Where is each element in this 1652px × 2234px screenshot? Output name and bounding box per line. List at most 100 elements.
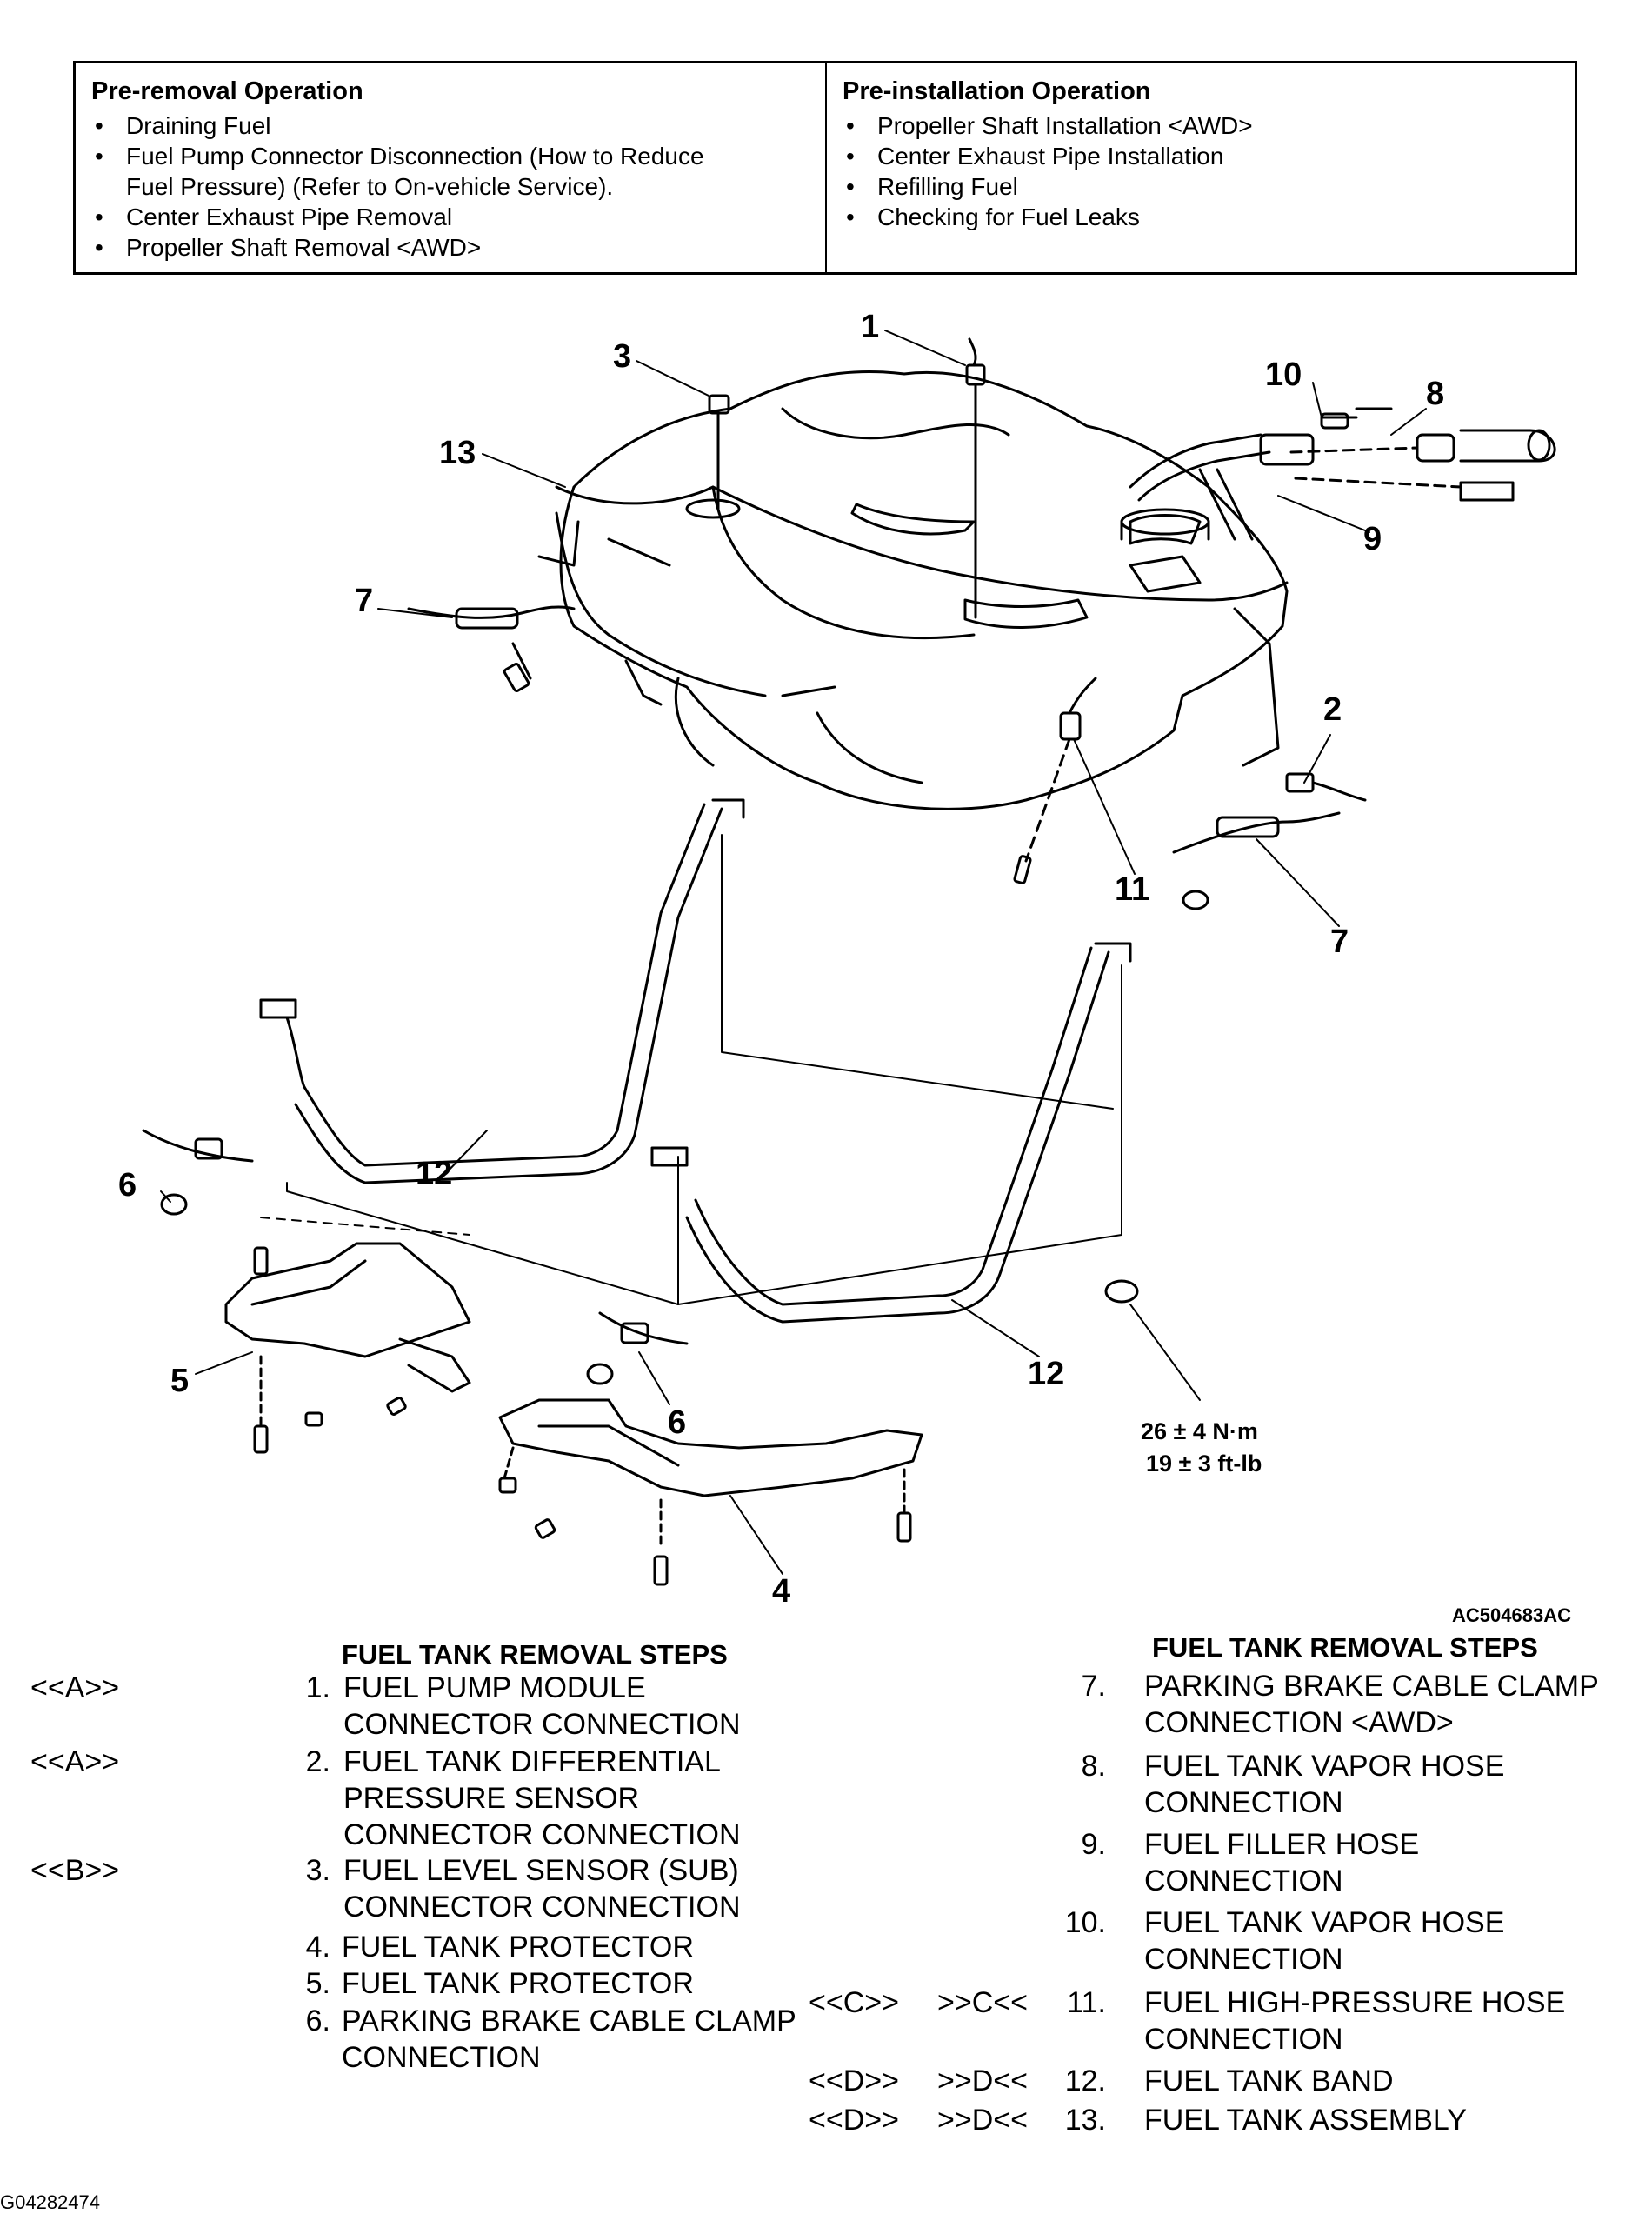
step-label: FUEL TANK PROTECTOR — [342, 1931, 694, 1964]
pre-installation-heading: Pre-installation Operation — [843, 77, 1151, 105]
callout-6-left: 6 — [118, 1167, 137, 1204]
diagram-svg: 1 3 13 7 10 8 9 2 11 7 12 6 5 6 12 4 26 … — [118, 309, 1571, 1626]
step-number: 6. — [305, 2004, 330, 2037]
fuel-tank-protector-5 — [224, 1242, 471, 1454]
pre-removal-column: Pre-removal Operation Draining Fuel Fuel… — [76, 63, 825, 272]
callout-1: 1 — [861, 309, 879, 345]
step-label: FUEL TANK PROTECTOR — [342, 1967, 694, 2000]
pre-removal-heading: Pre-removal Operation — [91, 77, 363, 105]
connector-2-icon — [1285, 772, 1367, 802]
fuel-tank-band-lower — [650, 942, 1139, 1324]
step-label: FUEL FILLER HOSE CONNECTION — [1144, 1828, 1420, 1897]
step-number: 9. — [1081, 1828, 1106, 1861]
connector-1-icon — [965, 337, 986, 619]
torque-nm: 26 ± 4 N·m — [1141, 1418, 1258, 1444]
callout-2: 2 — [1323, 691, 1342, 728]
step-marker: <<B>> — [30, 1854, 120, 1887]
step-marker: <<A>> — [30, 1671, 120, 1704]
cable-clamp-7-lower — [1172, 811, 1341, 910]
fuel-tank-protector-4 — [498, 1398, 923, 1586]
step-4: 4. FUEL TANK PROTECTOR — [30, 1929, 796, 1965]
list-item: Draining Fuel — [91, 110, 809, 141]
torque-ftlb: 19 ± 3 ft-lb — [1146, 1450, 1262, 1477]
callout-5: 5 — [170, 1363, 189, 1399]
fuel-tank-exploded-diagram: 1 3 13 7 10 8 9 2 11 7 12 6 5 6 12 4 26 … — [0, 287, 1652, 1644]
callout-4: 4 — [772, 1573, 790, 1610]
step-number: 1. — [305, 1671, 330, 1704]
callout-9: 9 — [1363, 521, 1382, 557]
step-label: FUEL TANK ASSEMBLY — [1144, 2104, 1467, 2137]
callout-12-right: 12 — [1028, 1356, 1064, 1392]
pre-removal-list: Draining Fuel Fuel Pump Connector Discon… — [91, 110, 809, 263]
step-marker-removal: <<D>> — [809, 2064, 899, 2097]
list-item: Fuel Pump Connector Disconnection (How t… — [91, 141, 809, 202]
step-label: FUEL PUMP MODULE CONNECTOR CONNECTION — [343, 1671, 741, 1741]
steps-title-left: FUEL TANK REMOVAL STEPS — [342, 1639, 728, 1670]
step-label: FUEL TANK DIFFERENTIAL PRESSURE SENSOR C… — [343, 1745, 741, 1851]
step-10: 10. FUEL TANK VAPOR HOSE CONNECTION — [809, 1904, 1643, 1977]
step-label: FUEL LEVEL SENSOR (SUB) CONNECTOR CONNEC… — [343, 1854, 741, 1924]
step-11: <<C>> >>C<< 11. FUEL HIGH-PRESSURE HOSE … — [809, 1984, 1643, 2057]
document-code: G04282474 — [0, 2191, 100, 2213]
step-number: 11. — [1067, 1986, 1106, 2019]
step-label: FUEL TANK VAPOR HOSE CONNECTION — [1144, 1906, 1505, 1976]
step-number: 12. — [1064, 2064, 1106, 2097]
step-8: 8. FUEL TANK VAPOR HOSE CONNECTION — [809, 1748, 1643, 1821]
step-number: 10. — [1064, 1906, 1106, 1939]
cable-clamp-6-left — [142, 1129, 254, 1216]
callout-11: 11 — [1115, 871, 1149, 908]
list-item: Center Exhaust Pipe Removal — [91, 202, 809, 232]
operations-table: Pre-removal Operation Draining Fuel Fuel… — [73, 61, 1577, 275]
step-3: <<B>> 3. FUEL LEVEL SENSOR (SUB) CONNECT… — [30, 1852, 796, 1925]
connector-3-icon — [708, 394, 730, 510]
callout-7-lower: 7 — [1330, 924, 1349, 960]
callout-7-upper: 7 — [355, 583, 373, 619]
list-item: Refilling Fuel — [843, 171, 1559, 202]
step-marker: <<A>> — [30, 1745, 120, 1778]
step-marker-installation: >>D<< — [937, 2104, 1028, 2137]
step-1: <<A>> 1. FUEL PUMP MODULE CONNECTOR CONN… — [30, 1670, 796, 1743]
high-pressure-hose-11 — [1013, 677, 1097, 884]
leader-lines — [160, 330, 1427, 1575]
callout-13: 13 — [439, 435, 476, 471]
step-7: 7. PARKING BRAKE CABLE CLAMP CONNECTION … — [809, 1668, 1643, 1741]
figure-code: AC504683AC — [1452, 1604, 1571, 1626]
cable-clamp-7-upper — [407, 605, 576, 693]
callout-12-left: 12 — [416, 1156, 452, 1192]
cable-clamp-6-center — [586, 1311, 689, 1385]
step-marker-removal: <<C>> — [809, 1986, 899, 2019]
step-13: <<D>> >>D<< 13. FUEL TANK ASSEMBLY — [809, 2102, 1643, 2138]
callout-6-center: 6 — [668, 1404, 686, 1441]
pre-installation-list: Propeller Shaft Installation <AWD> Cente… — [843, 110, 1559, 232]
list-item: Checking for Fuel Leaks — [843, 202, 1559, 232]
hose-assembly — [1129, 407, 1556, 541]
pre-installation-column: Pre-installation Operation Propeller Sha… — [825, 63, 1575, 272]
list-item: Center Exhaust Pipe Installation — [843, 141, 1559, 171]
steps-title-right: FUEL TANK REMOVAL STEPS — [1152, 1632, 1538, 1663]
callout-labels: 1 3 13 7 10 8 9 2 11 7 12 6 5 6 12 4 26 … — [118, 309, 1571, 1626]
step-2: <<A>> 2. FUEL TANK DIFFERENTIAL PRESSURE… — [30, 1744, 796, 1853]
step-number: 7. — [1081, 1670, 1106, 1703]
step-label: PARKING BRAKE CABLE CLAMP CONNECTION <AW… — [1144, 1670, 1599, 1739]
callout-10: 10 — [1265, 357, 1302, 393]
step-label: FUEL HIGH-PRESSURE HOSE CONNECTION — [1144, 1986, 1566, 2056]
step-label: PARKING BRAKE CABLE CLAMP CONNECTION — [342, 2004, 796, 2074]
list-item: Propeller Shaft Removal <AWD> — [91, 232, 809, 263]
step-number: 8. — [1081, 1750, 1106, 1783]
step-9: 9. FUEL FILLER HOSE CONNECTION — [809, 1826, 1643, 1899]
step-number: 13. — [1064, 2104, 1106, 2137]
step-number: 5. — [305, 1967, 330, 2000]
fuel-tank-band-upper — [259, 798, 745, 1184]
fuel-tank-assembly — [537, 370, 1289, 810]
assembly-guide-lines — [260, 834, 1122, 1305]
step-12: <<D>> >>D<< 12. FUEL TANK BAND — [809, 2063, 1643, 2099]
step-label: FUEL TANK BAND — [1144, 2064, 1394, 2097]
callout-8: 8 — [1426, 376, 1444, 412]
step-marker-installation: >>D<< — [937, 2064, 1028, 2097]
list-item: Propeller Shaft Installation <AWD> — [843, 110, 1559, 141]
step-number: 2. — [305, 1745, 330, 1778]
step-5: 5. FUEL TANK PROTECTOR — [30, 1965, 796, 2002]
step-label: FUEL TANK VAPOR HOSE CONNECTION — [1144, 1750, 1505, 1819]
step-marker-removal: <<D>> — [809, 2104, 899, 2137]
step-number: 3. — [305, 1854, 330, 1887]
